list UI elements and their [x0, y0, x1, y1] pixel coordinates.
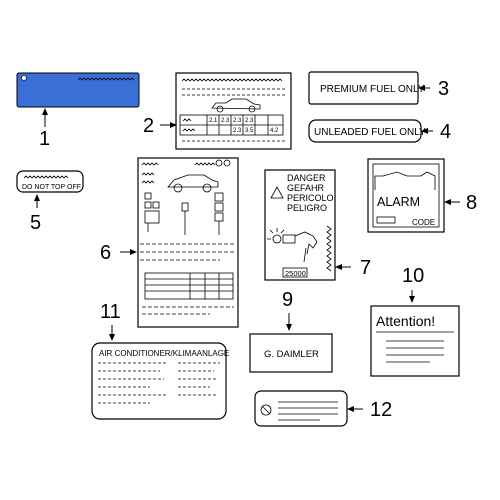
- callout-3-arrow-icon: [418, 85, 425, 91]
- callout-4-arrow-icon: [421, 128, 428, 134]
- tire-val-r2c2: 3.5: [245, 128, 254, 134]
- no-symbol-icon: [260, 404, 272, 416]
- emission-label-body: [137, 157, 239, 328]
- alarm-inner-frame: [372, 163, 440, 228]
- callout-12: 12: [370, 399, 392, 421]
- aircon-text-lines: [98, 362, 220, 404]
- part-11-aircon-label: AIR CONDITIONER/KLIMAANLAGE 11: [91, 301, 229, 420]
- callout-10-arrow-icon: [409, 296, 415, 303]
- danger-zigzag: [326, 225, 332, 272]
- spark-hand-icon: [267, 228, 318, 263]
- callout-12-arrow-icon: [347, 406, 354, 412]
- emission-table: [144, 272, 234, 300]
- part-2-tire-label: 2.1 2.3 2.3 2.3 2.3 3.5 4.2 2: [143, 72, 292, 150]
- unleaded-text: UNLEADED FUEL ONLY: [314, 127, 426, 138]
- callout-7: 7: [360, 257, 371, 279]
- callout-11-arrow-icon: [109, 334, 115, 341]
- warning-triangle-icon: [270, 186, 284, 199]
- aircon-text: AIR CONDITIONER/KLIMAANLAGE: [99, 349, 229, 358]
- part-8-alarm-label: ALARM CODE 8: [367, 158, 477, 233]
- danger-line-2: GEFAHR: [287, 183, 325, 193]
- attention-text: Attention!: [376, 313, 435, 329]
- callout-3: 3: [438, 78, 449, 100]
- part-4-unleaded-label: UNLEADED FUEL ONLY 4: [308, 119, 451, 143]
- callout-11: 11: [100, 301, 121, 323]
- callout-5: 5: [30, 212, 41, 234]
- part-9-daimler-plate: G. DAIMLER 9: [249, 289, 333, 373]
- blue-label-hole-icon: [21, 75, 27, 81]
- emission-car-icon: [167, 174, 219, 193]
- callout-7-arrow-icon: [335, 264, 342, 270]
- tire-label-header-squiggle: [181, 78, 283, 82]
- tire-val-r1c1: 2.1: [209, 118, 218, 124]
- callout-4: 4: [440, 121, 451, 143]
- tire-val-r2c3: 4.2: [270, 128, 279, 134]
- part-7-danger-label: DANGER GEFAHR PERICOLO PELIGRO 25000 7: [264, 169, 371, 281]
- emission-squiggle: [194, 162, 216, 166]
- alarm-label-body: [367, 158, 445, 233]
- part-10-attention-label: Attention! 10: [370, 265, 460, 377]
- tire-val-r1c2: 2.3: [221, 118, 230, 124]
- danger-line-3: PERICOLO: [287, 193, 334, 203]
- alarm-code-text: CODE: [412, 218, 435, 227]
- tire-val-r1c3: 2.3: [233, 118, 242, 124]
- alarm-code-slot: [376, 216, 396, 224]
- callout-2-arrow-icon: [170, 122, 177, 128]
- emission-schematic: [140, 172, 236, 261]
- emission-circle-icon: [223, 159, 231, 167]
- tire-table: 2.1 2.3 2.3 2.3 2.3 3.5 4.2: [179, 114, 284, 136]
- tire-val-r1c4: 2.3: [245, 118, 254, 124]
- emission-circle-icon: [215, 159, 223, 167]
- part-6-emission-label: 6: [100, 157, 239, 328]
- danger-line-1: DANGER: [287, 173, 326, 183]
- danger-code-box: [282, 267, 308, 278]
- emission-squiggle: [141, 162, 159, 166]
- callout-9: 9: [282, 289, 293, 311]
- part-5-do-not-top-off-label: DO NOT TOP OFF 5: [16, 170, 84, 234]
- callout-6-arrow-icon: [130, 249, 137, 255]
- daimler-text: G. DAIMLER: [264, 349, 319, 360]
- blue-label-body: [16, 72, 140, 108]
- callout-1: 1: [39, 128, 50, 150]
- tire-label-body: [175, 72, 292, 150]
- no-symbol-slash: [261, 405, 271, 415]
- aircon-label-body: [91, 342, 227, 420]
- part-12-small-plate: 12: [254, 390, 392, 427]
- callout-2: 2: [143, 115, 154, 137]
- callout-5-arrow-icon: [34, 194, 40, 201]
- callout-10: 10: [402, 265, 424, 287]
- part-3-premium-fuel-label: PREMIUM FUEL ONLY 3: [308, 71, 449, 105]
- alarm-car-outline-icon: [374, 171, 436, 190]
- top-off-squiggle: [23, 175, 69, 179]
- callout-8-arrow-icon: [444, 199, 451, 205]
- alarm-text: ALARM: [377, 195, 420, 209]
- daimler-plate-body: [249, 333, 333, 373]
- small-plate-body: [254, 390, 348, 427]
- top-off-text: DO NOT TOP OFF: [22, 184, 81, 191]
- part-1-blue-label: 1: [16, 72, 140, 150]
- danger-code: 25000: [285, 269, 306, 278]
- blue-label-text-squiggle: [77, 77, 135, 81]
- callout-9-arrow-icon: [286, 324, 292, 331]
- car-icon: [211, 98, 261, 113]
- callout-6: 6: [100, 242, 111, 264]
- tire-val-r2c1: 2.3: [233, 128, 242, 134]
- danger-line-4: PELIGRO: [287, 203, 327, 213]
- premium-text: PREMIUM FUEL ONLY: [320, 84, 425, 95]
- callout-8: 8: [466, 192, 477, 214]
- callout-1-arrow-icon: [42, 108, 48, 115]
